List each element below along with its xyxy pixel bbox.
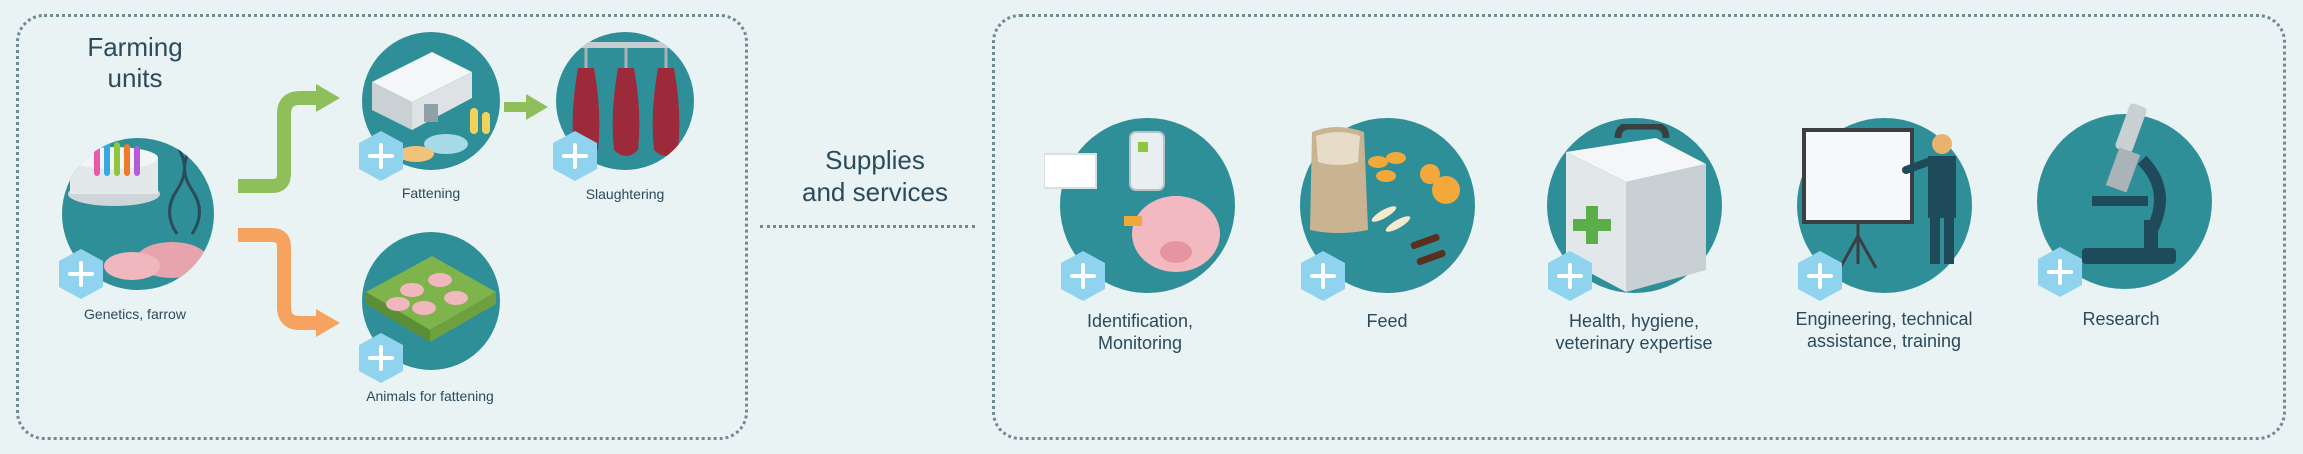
plus-badge-icon xyxy=(359,131,403,181)
farming-title-line2: units xyxy=(107,63,163,93)
identification-label-line1: Identification, xyxy=(1086,311,1194,331)
identification-label: Identification, Monitoring xyxy=(1040,310,1240,354)
plus-badge-icon xyxy=(359,333,403,383)
pen-illustration xyxy=(366,256,496,342)
arrow-green-right xyxy=(504,94,548,120)
fattening-label: Fattening xyxy=(401,185,461,201)
supplies-services-panel xyxy=(992,14,2286,440)
genetics-label: Genetics, farrow xyxy=(84,306,186,322)
animals-fattening-circle xyxy=(362,232,500,370)
feed-illustration xyxy=(1368,152,1460,266)
identification-illustration xyxy=(1124,131,1220,272)
health-label-line2: veterinary expertise xyxy=(1555,333,1713,353)
identification-label-line2: Monitoring xyxy=(1097,333,1183,353)
hand-card-illustration xyxy=(1044,153,1097,189)
supplies-title-line2: and services xyxy=(802,177,948,207)
plus-badge-icon xyxy=(59,249,103,299)
research-label: Research xyxy=(2021,308,2221,330)
microscope-icon xyxy=(2082,103,2176,264)
plus-badge-icon xyxy=(1061,251,1105,301)
plus-badge-icon xyxy=(553,131,597,181)
health-label-line1: Health, hygiene, xyxy=(1568,311,1700,331)
engineering-label: Engineering, technical assistance, train… xyxy=(1774,308,1994,352)
fattening-illustration xyxy=(372,52,490,162)
feed-label: Feed xyxy=(1287,310,1487,332)
health-label: Health, hygiene, veterinary expertise xyxy=(1534,310,1734,354)
arrow-orange-down xyxy=(238,228,340,337)
plus-badge-icon xyxy=(2038,247,2082,297)
plus-badge-icon xyxy=(1301,251,1345,301)
engineering-label-line1: Engineering, technical xyxy=(1795,309,1973,329)
slaughtering-circle xyxy=(556,32,694,170)
feed-label-line1: Feed xyxy=(1366,311,1408,331)
supplies-services-title: Supplies and services xyxy=(780,144,970,208)
presentation-illustration xyxy=(1802,128,1956,269)
plus-badge-icon xyxy=(1548,251,1592,301)
slaughtering-illustration xyxy=(562,42,688,156)
genetics-illustration xyxy=(68,140,208,280)
animals-fattening-label: Animals for fattening xyxy=(366,388,494,404)
supplies-title-line1: Supplies xyxy=(825,145,925,175)
research-label-line1: Research xyxy=(2082,309,2160,329)
genetics-circle xyxy=(62,138,214,290)
slaughtering-label: Slaughtering xyxy=(585,186,665,202)
arrow-green-up xyxy=(238,84,340,193)
farming-units-panel xyxy=(16,14,748,440)
dotted-connector xyxy=(760,225,975,228)
feed-sack-illustration xyxy=(1310,127,1368,233)
farming-title-line1: Farming xyxy=(87,32,183,62)
plus-badge-icon xyxy=(1798,251,1842,301)
engineering-label-line2: assistance, training xyxy=(1806,331,1962,351)
farming-units-title: Farming units xyxy=(60,32,210,94)
